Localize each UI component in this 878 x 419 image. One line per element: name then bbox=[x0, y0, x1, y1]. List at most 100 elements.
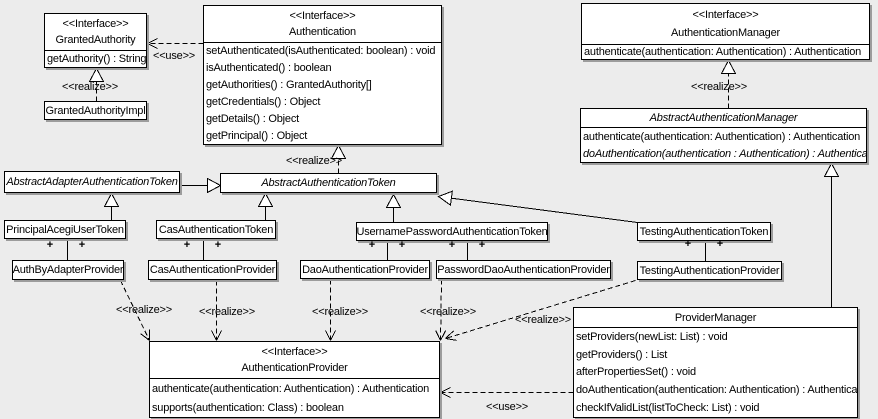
class-box-dao-authentication-provider[interactable]: DaoAuthenticationProvider bbox=[300, 260, 430, 279]
edge-gen-testing-token-to-abstract-token bbox=[437, 190, 638, 223]
class-name: AuthenticationManager bbox=[671, 26, 780, 39]
multiplicity-label: + bbox=[684, 238, 692, 250]
class-header-dao-authentication-provider: DaoAuthenticationProvider bbox=[301, 261, 429, 278]
method-row: isAuthenticated() : boolean bbox=[206, 62, 332, 75]
class-header-cas-authentication-provider: CasAuthenticationProvider bbox=[149, 261, 276, 279]
class-box-abstract-adapter-authentication-token[interactable]: AbstractAdapterAuthenticationToken bbox=[4, 171, 180, 193]
edge-stereotype-label: <<realize>> bbox=[691, 81, 747, 93]
class-box-testing-authentication-token[interactable]: TestingAuthenticationToken bbox=[637, 222, 771, 241]
class-name: UsernamePasswordAuthenticationToken bbox=[357, 225, 547, 238]
multiplicity-label: + bbox=[478, 239, 486, 251]
method-row: authenticate(authentication: Authenticat… bbox=[584, 46, 862, 58]
edge-stereotype-label: <<realize>> bbox=[116, 304, 172, 316]
edge-stereotype-label: <<realize>> bbox=[420, 306, 476, 318]
class-name: AbstractAuthenticationToken bbox=[261, 177, 396, 189]
method-row: getProviders() : List bbox=[576, 348, 668, 361]
class-name: DaoAuthenticationProvider bbox=[302, 263, 428, 276]
class-header-provider-manager: ProviderManager bbox=[574, 308, 857, 328]
edge-use-provider-manager-to-authentication-provider bbox=[440, 387, 574, 398]
multiplicity-label: + bbox=[448, 239, 456, 251]
edge-realize-cas-provider bbox=[211, 280, 222, 341]
class-header-abstract-authentication-manager: AbstractAuthenticationManager bbox=[581, 109, 866, 128]
multiplicity-label: + bbox=[398, 239, 406, 251]
class-methods: authenticate(authentication: Authenticat… bbox=[581, 128, 866, 162]
class-box-abstract-authentication-token[interactable]: AbstractAuthenticationToken bbox=[220, 173, 437, 193]
class-name: AuthByAdapterProvider bbox=[13, 264, 123, 276]
class-methods: authenticate(authentication: Authenticat… bbox=[150, 379, 439, 417]
class-name: ProviderManager bbox=[674, 311, 757, 324]
class-header-authentication: <<Interface>> Authentication bbox=[204, 6, 441, 43]
class-header-auth-by-adapter-provider: AuthByAdapterProvider bbox=[13, 261, 123, 279]
edge-realize-abstract-token-to-authentication bbox=[330, 144, 347, 174]
class-box-password-dao-authentication-provider[interactable]: PasswordDaoAuthenticationProvider bbox=[436, 260, 611, 279]
method-row: doAuthentication(authentication : Authen… bbox=[583, 147, 866, 160]
edge-realize-auth-by-adapter-provider bbox=[120, 280, 151, 341]
edge-gen-principal-acegi-to-abstract-adapter-token bbox=[103, 192, 120, 221]
class-box-granted-authority-impl[interactable]: GrantedAuthorityImpl bbox=[44, 101, 147, 120]
class-name: TestingAuthenticationToken bbox=[639, 225, 769, 238]
class-name: CasAuthenticationToken bbox=[158, 223, 274, 236]
method-row: authenticate(authentication: Authenticat… bbox=[583, 130, 861, 143]
edge-realize-abstract-auth-manager bbox=[720, 59, 737, 109]
class-name: AuthenticationProvider bbox=[241, 362, 348, 374]
class-box-abstract-authentication-manager[interactable]: AbstractAuthenticationManager authenticat… bbox=[580, 108, 867, 163]
class-box-principal-acegi-user-token[interactable]: PrincipalAcegiUserToken bbox=[4, 220, 126, 239]
class-box-auth-by-adapter-provider[interactable]: AuthByAdapterProvider bbox=[12, 260, 124, 280]
class-header-abstract-authentication-token: AbstractAuthenticationToken bbox=[221, 174, 436, 192]
class-name: GrantedAuthority bbox=[55, 34, 136, 46]
method-row: getAuthority() : String bbox=[47, 53, 146, 65]
class-name: Authentication bbox=[289, 26, 356, 38]
class-box-testing-authentication-provider[interactable]: TestingAuthenticationProvider bbox=[637, 261, 782, 280]
class-box-cas-authentication-token[interactable]: CasAuthenticationToken bbox=[156, 220, 276, 239]
multiplicity-label: + bbox=[716, 238, 724, 250]
edge-stereotype-label: <<realize>> bbox=[515, 314, 571, 326]
class-box-granted-authority[interactable]: <<Interface>> GrantedAuthority getAuthorit… bbox=[44, 13, 147, 68]
edge-gen-cas-token-to-abstract-token bbox=[257, 192, 274, 221]
class-stereotype: <<Interface>> bbox=[289, 10, 356, 22]
edge-realize-dao-provider bbox=[325, 279, 336, 341]
method-row: getAuthorities() : GrantedAuthority[] bbox=[206, 79, 372, 92]
class-header-username-password-authentication-token: UsernamePasswordAuthenticationToken bbox=[357, 223, 547, 240]
class-methods: setProviders(newList: List) : void getPro… bbox=[574, 328, 857, 417]
class-name: PrincipalAcegiUserToken bbox=[6, 223, 124, 236]
class-name: AbstractAdapterAuthenticationToken bbox=[6, 176, 178, 188]
class-stereotype: <<Interface>> bbox=[261, 346, 328, 358]
edge-stereotype-label: <<realize>> bbox=[312, 306, 368, 318]
edge-stereotype-label: <<realize>> bbox=[199, 306, 255, 318]
class-header-principal-acegi-user-token: PrincipalAcegiUserToken bbox=[5, 221, 125, 238]
class-header-password-dao-authentication-provider: PasswordDaoAuthenticationProvider bbox=[437, 261, 610, 278]
edge-gen-username-password-token-to-abstract-token bbox=[385, 193, 402, 223]
class-box-authentication-provider[interactable]: <<Interface>> AuthenticationProvider authe… bbox=[149, 341, 440, 418]
class-methods: getAuthority() : String bbox=[45, 51, 146, 67]
class-header-testing-authentication-token: TestingAuthenticationToken bbox=[638, 223, 770, 240]
edge-realize-granted-authority-impl bbox=[88, 67, 105, 102]
edge-realize-testing-provider bbox=[445, 280, 636, 341]
class-header-authentication-provider: <<Interface>> AuthenticationProvider bbox=[150, 342, 439, 379]
class-header-authentication-manager: <<Interface>>AuthenticationManager bbox=[582, 4, 869, 45]
class-box-cas-authentication-provider[interactable]: CasAuthenticationProvider bbox=[148, 260, 277, 280]
method-row: doAuthentication(authentication: Authent… bbox=[576, 384, 857, 397]
method-row: getDetails() : Object bbox=[206, 112, 300, 125]
class-name: PasswordDaoAuthenticationProvider bbox=[437, 263, 610, 276]
class-methods: authenticate(authentication: Authenticat… bbox=[582, 45, 869, 59]
class-header-abstract-adapter-authentication-token: AbstractAdapterAuthenticationToken bbox=[5, 172, 179, 192]
method-row: getCredentials() : Object bbox=[206, 95, 321, 108]
class-stereotype: <<Interface>> bbox=[62, 18, 129, 30]
edge-gen-provider-manager-to-abstract-auth-manager bbox=[823, 162, 840, 308]
edge-stereotype-label: <<realize>> bbox=[62, 81, 118, 93]
class-box-provider-manager[interactable]: ProviderManager setProviders(newList: Lis… bbox=[573, 307, 858, 418]
multiplicity-label: + bbox=[214, 239, 222, 251]
edge-gen-abstract-adapter-token-to-abstract-token bbox=[180, 177, 222, 194]
edge-realize-password-dao-provider bbox=[435, 279, 447, 341]
edge-use-authentication-to-granted-authority bbox=[147, 38, 204, 49]
multiplicity-label: + bbox=[368, 239, 376, 251]
method-row: setProviders(newList: List) : void bbox=[576, 330, 728, 343]
class-box-username-password-authentication-token[interactable]: UsernamePasswordAuthenticationToken bbox=[356, 222, 548, 241]
multiplicity-label: + bbox=[46, 239, 54, 251]
method-row: afterPropertiesSet() : void bbox=[576, 366, 696, 379]
method-row: getPrincipal() : Object bbox=[206, 129, 308, 142]
